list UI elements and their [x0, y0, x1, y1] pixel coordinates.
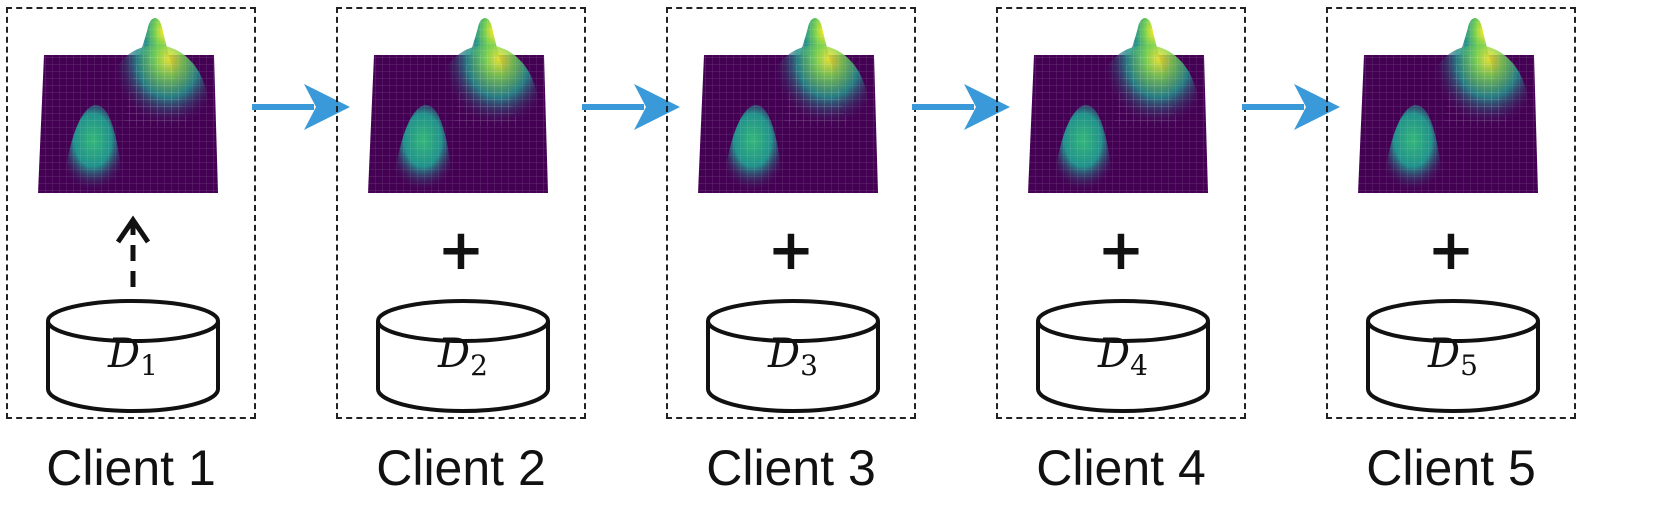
dataset-letter: D: [1098, 331, 1131, 377]
database-cylinder: [1028, 297, 1218, 417]
dataset-index: 1: [140, 349, 158, 382]
right-arrow-icon: [912, 84, 1010, 130]
client-label: Client 4: [1036, 440, 1206, 496]
surface-plot: [368, 15, 558, 211]
flow-arrow: [1242, 82, 1342, 132]
dataset-index: 2: [470, 349, 488, 382]
plus-sign: +: [1097, 218, 1145, 283]
dashed-up-arrow-icon: [115, 215, 151, 287]
client-box-3: + D3: [666, 7, 916, 419]
client-label: Client 3: [706, 440, 876, 496]
dataset-label: D2: [368, 331, 558, 382]
right-arrow-icon: [582, 84, 680, 130]
surface-plot: [698, 15, 888, 211]
flow-arrow: [582, 82, 682, 132]
database-cylinder: [368, 297, 558, 417]
database-cylinder-icon: [1036, 299, 1210, 413]
plus-sign: +: [437, 218, 485, 283]
client-box-2: + D2: [336, 7, 586, 419]
client-box-1: D1: [6, 7, 256, 419]
database-cylinder-icon: [706, 299, 880, 413]
database-cylinder: [38, 297, 228, 417]
dataset-label: D1: [38, 331, 228, 382]
client-label: Client 1: [46, 440, 216, 496]
surface-plot-icon: [38, 18, 218, 193]
plus-sign: +: [767, 218, 815, 283]
database-cylinder-icon: [376, 299, 550, 413]
dataset-label: D3: [698, 331, 888, 382]
surface-plot-icon: [1358, 18, 1538, 193]
dataset-index: 3: [800, 349, 818, 382]
client-label: Client 2: [376, 440, 546, 496]
surface-plot: [1028, 15, 1218, 211]
database-cylinder: [1358, 297, 1548, 417]
plus-sign: +: [1427, 218, 1475, 283]
flow-arrow: [252, 82, 352, 132]
surface-plot-icon: [368, 18, 548, 193]
surface-plot-icon: [1028, 18, 1208, 193]
client-label: Client 5: [1366, 440, 1536, 496]
surface-plot-icon: [698, 18, 878, 193]
dataset-letter: D: [768, 331, 801, 377]
client-box-5: + D5: [1326, 7, 1576, 419]
dataset-index: 4: [1130, 349, 1148, 382]
dataset-letter: D: [108, 331, 141, 377]
flow-arrow: [912, 82, 1012, 132]
dataset-label: D4: [1028, 331, 1218, 382]
client-box-4: + D4: [996, 7, 1246, 419]
dataset-label: D5: [1358, 331, 1548, 382]
surface-plot: [38, 15, 228, 211]
right-arrow-icon: [252, 84, 350, 130]
right-arrow-icon: [1242, 84, 1340, 130]
dataset-letter: D: [438, 331, 471, 377]
dataset-index: 5: [1460, 349, 1478, 382]
surface-plot: [1358, 15, 1548, 211]
database-cylinder-icon: [46, 299, 220, 413]
database-cylinder-icon: [1366, 299, 1540, 413]
database-cylinder: [698, 297, 888, 417]
dashed-up-arrow: [113, 214, 153, 289]
dataset-letter: D: [1428, 331, 1461, 377]
